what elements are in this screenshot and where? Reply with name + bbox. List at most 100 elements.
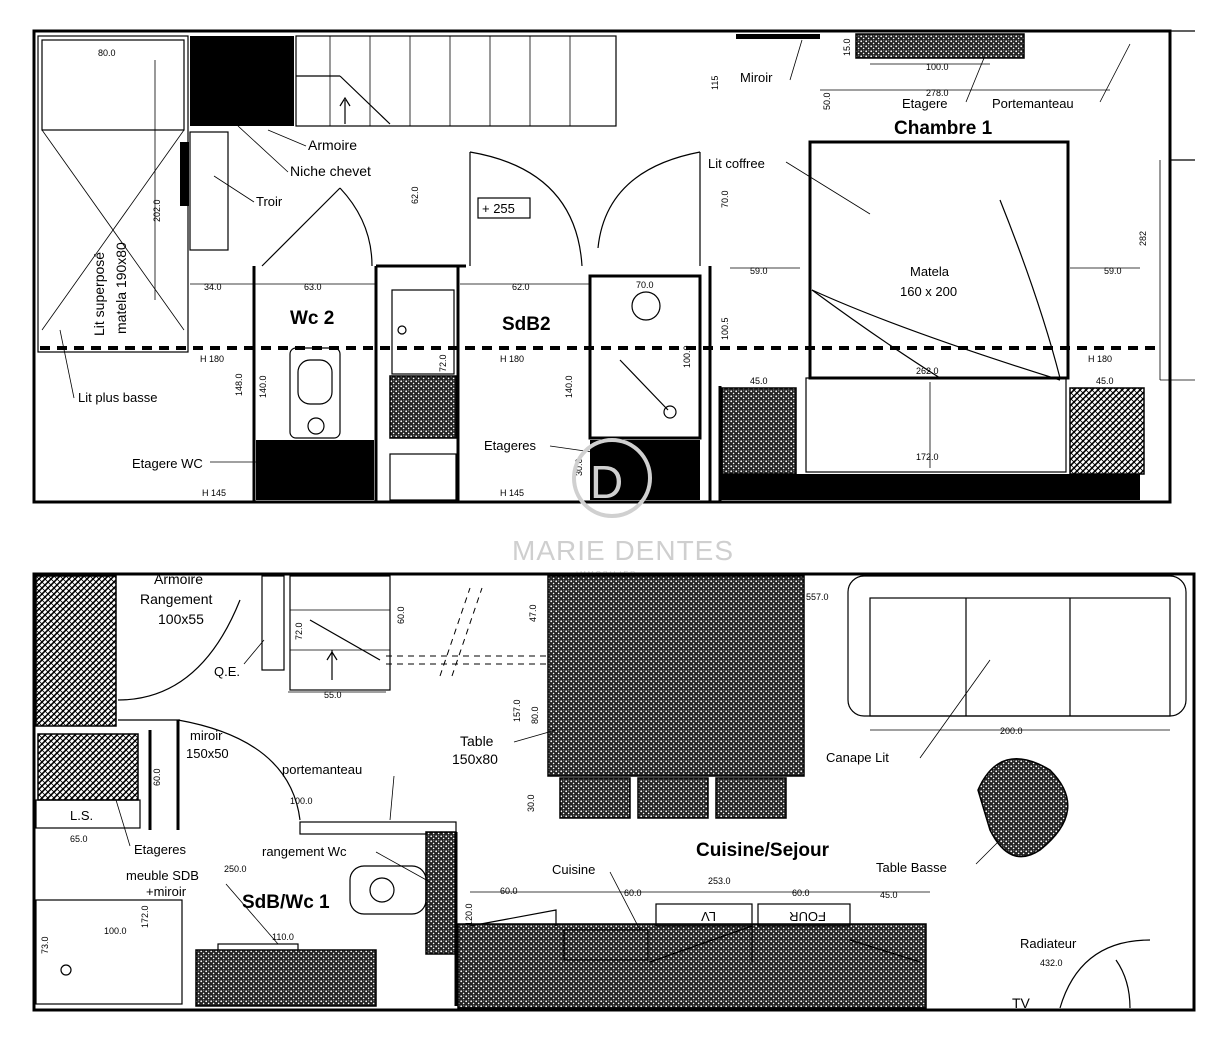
svg-text:65.0: 65.0 bbox=[70, 834, 88, 844]
svg-text:H 145: H 145 bbox=[500, 488, 524, 498]
dining-table bbox=[547, 575, 805, 777]
svg-text:H 145: H 145 bbox=[1088, 488, 1112, 498]
svg-text:148.0: 148.0 bbox=[234, 373, 244, 396]
svg-text:72.0: 72.0 bbox=[438, 354, 448, 372]
nightstand-left bbox=[721, 387, 797, 475]
svg-text:60.0: 60.0 bbox=[624, 888, 642, 898]
label-lv: LV bbox=[701, 909, 716, 924]
label-miroir-size: 150x50 bbox=[186, 746, 229, 761]
bed-pillows bbox=[805, 377, 1067, 473]
sink-sdb2 bbox=[391, 289, 455, 375]
watermark: D MARIE DENTES IMMOBILIER bbox=[512, 438, 734, 578]
label-matelas-size: 160 x 200 bbox=[900, 284, 957, 299]
label-rangement-wc: rangement Wc bbox=[262, 844, 347, 859]
svg-text:H 180: H 180 bbox=[200, 354, 224, 364]
svg-text:262.0: 262.0 bbox=[916, 366, 939, 376]
label-radiateur: Radiateur bbox=[1020, 936, 1077, 951]
svg-text:202.0: 202.0 bbox=[152, 199, 162, 222]
label-ls: L.S. bbox=[70, 808, 93, 823]
svg-text:172.0: 172.0 bbox=[140, 905, 150, 928]
room-sdb-wc1: SdB/Wc 1 bbox=[242, 892, 330, 913]
svg-text:30.0: 30.0 bbox=[526, 794, 536, 812]
label-matelas: Matela bbox=[910, 264, 950, 279]
svg-text:47.0: 47.0 bbox=[528, 604, 538, 622]
bunk-bed bbox=[37, 35, 189, 353]
label-armoire-size: 100x55 bbox=[158, 611, 204, 627]
label-portemanteau-lower: portemanteau bbox=[282, 762, 362, 777]
svg-text:73.0: 73.0 bbox=[40, 936, 50, 954]
toilet-wc1 bbox=[349, 865, 427, 915]
svg-text:45.0: 45.0 bbox=[880, 890, 898, 900]
label-canape-lit: Canape Lit bbox=[826, 750, 889, 765]
svg-text:110.0: 110.0 bbox=[272, 932, 294, 942]
wardrobe-lower bbox=[35, 575, 117, 727]
wc-storage bbox=[425, 831, 457, 955]
label-etagere-wc: Etagere WC bbox=[132, 456, 203, 471]
svg-text:115: 115 bbox=[710, 76, 720, 90]
svg-text:59.0: 59.0 bbox=[1104, 266, 1122, 276]
svg-text:63.0: 63.0 bbox=[304, 282, 322, 292]
svg-text:100.0: 100.0 bbox=[682, 345, 692, 368]
svg-text:253.0: 253.0 bbox=[708, 876, 731, 886]
svg-text:557.0: 557.0 bbox=[806, 592, 829, 602]
ls-cabinet bbox=[37, 733, 139, 801]
svg-text:59.0: 59.0 bbox=[750, 266, 768, 276]
room-sdb2: SdB2 bbox=[502, 314, 551, 335]
label-miroir-lower: miroir bbox=[190, 728, 223, 743]
svg-text:278.0: 278.0 bbox=[926, 88, 949, 98]
svg-text:H 145: H 145 bbox=[202, 488, 226, 498]
svg-text:45.0: 45.0 bbox=[1096, 376, 1114, 386]
chair-1 bbox=[559, 777, 631, 819]
staircase-lower bbox=[261, 575, 546, 691]
label-tv: TV bbox=[1012, 995, 1031, 1011]
label-table: Table bbox=[460, 733, 494, 749]
label-etagere: Etagere bbox=[902, 96, 948, 111]
label-miroir: Miroir bbox=[740, 70, 773, 85]
label-armoire-lower: Armoire bbox=[154, 571, 203, 587]
label-table-size: 150x80 bbox=[452, 751, 498, 767]
chair-2 bbox=[637, 777, 709, 819]
svg-text:100.5: 100.5 bbox=[720, 317, 730, 340]
label-meuble-sdb: meuble SDB bbox=[126, 868, 199, 883]
bathtub bbox=[35, 899, 183, 1005]
nightstand-right bbox=[1069, 387, 1145, 475]
coffee-table bbox=[977, 758, 1069, 858]
svg-text:30.0: 30.0 bbox=[574, 458, 584, 476]
upper-floor bbox=[32, 29, 1195, 504]
svg-text:282: 282 bbox=[1138, 231, 1148, 246]
upper-labels: Wc 2 SdB2 Chambre 1 Armoire Niche chevet… bbox=[59, 38, 1148, 498]
svg-text:50.0: 50.0 bbox=[822, 92, 832, 110]
staircase-upper bbox=[295, 35, 617, 127]
room-wc2: Wc 2 bbox=[290, 308, 334, 329]
watermark-name: MARIE DENTES bbox=[512, 535, 734, 566]
svg-text:200.0: 200.0 bbox=[1000, 726, 1023, 736]
svg-text:H 180: H 180 bbox=[500, 354, 524, 364]
svg-text:70.0: 70.0 bbox=[636, 280, 654, 290]
svg-text:120.0: 120.0 bbox=[464, 903, 474, 926]
drawer bbox=[189, 131, 229, 251]
svg-text:100.0: 100.0 bbox=[290, 796, 313, 806]
label-portemanteau: Portemanteau bbox=[992, 96, 1074, 111]
label-qe: Q.E. bbox=[214, 664, 240, 679]
label-tiroir: Troir bbox=[256, 194, 283, 209]
svg-text:80.0: 80.0 bbox=[98, 48, 116, 58]
toilet-wc2 bbox=[289, 347, 341, 439]
svg-text:172.0: 172.0 bbox=[916, 452, 939, 462]
lower-floor bbox=[32, 572, 1196, 1012]
label-level: + 255 bbox=[482, 201, 515, 216]
label-matelas-190: matela 190x80 bbox=[113, 242, 129, 334]
svg-text:100.0: 100.0 bbox=[926, 62, 949, 72]
label-etageres-lower: Etageres bbox=[134, 842, 187, 857]
svg-text:55.0: 55.0 bbox=[324, 690, 342, 700]
room-chambre1: Chambre 1 bbox=[894, 118, 993, 139]
level-badge bbox=[477, 197, 531, 219]
wardrobe bbox=[190, 36, 294, 126]
svg-text:70.0: 70.0 bbox=[720, 190, 730, 208]
room-cuisine-sejour: Cuisine/Sejour bbox=[696, 840, 830, 861]
svg-text:45.0: 45.0 bbox=[750, 376, 768, 386]
oven bbox=[757, 903, 851, 927]
label-niche-chevet: Niche chevet bbox=[290, 163, 371, 179]
svg-text:60.0: 60.0 bbox=[792, 888, 810, 898]
svg-text:60.0: 60.0 bbox=[500, 886, 518, 896]
